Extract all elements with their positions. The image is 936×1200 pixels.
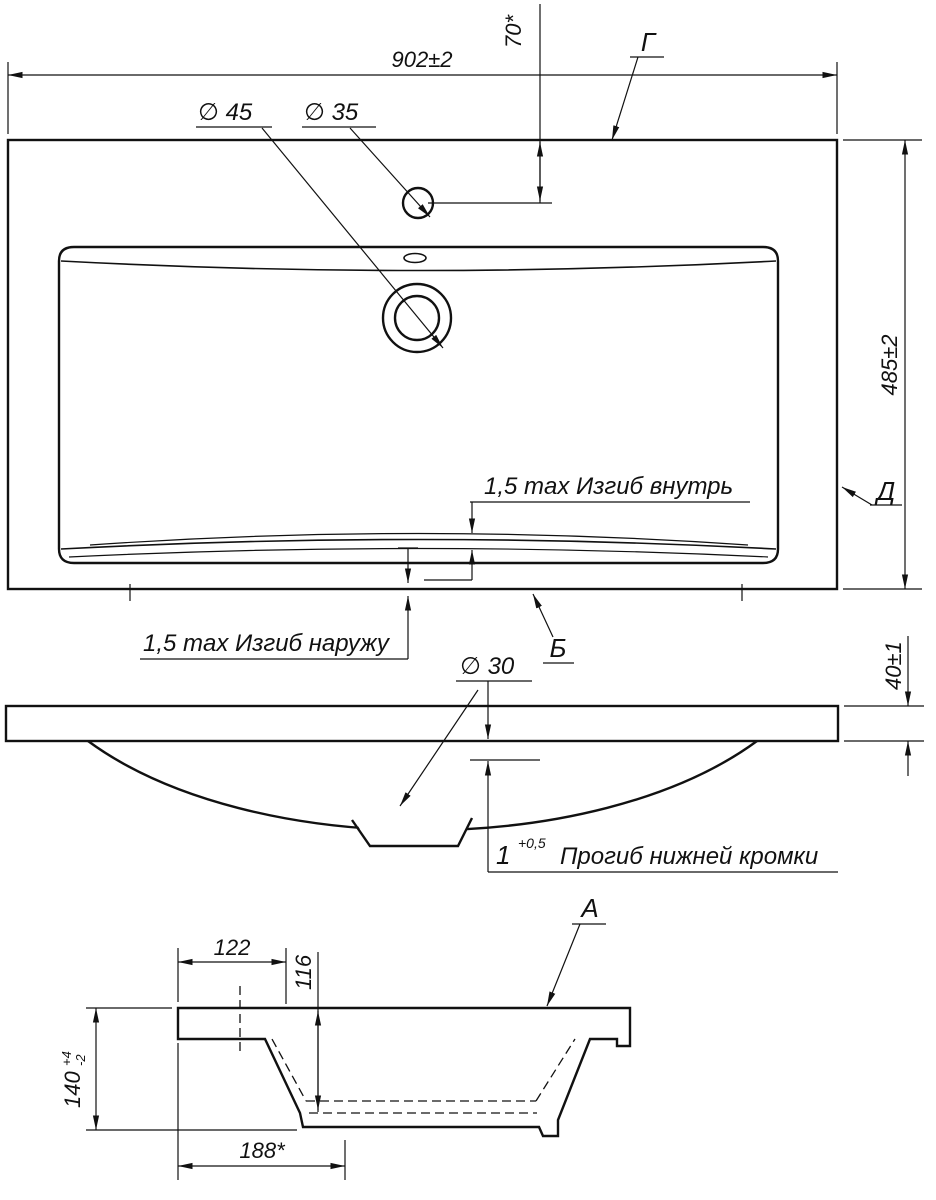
leader-line — [261, 127, 444, 349]
leader-line — [546, 923, 581, 1007]
drain-boss-mask — [358, 824, 470, 846]
section-view: А 122 116 140 +4 -2 188* — [59, 893, 632, 1180]
sag-tol-text: +0,5 — [518, 835, 546, 851]
drain-boss — [351, 817, 474, 848]
dim-height-text: 485±2 — [877, 334, 902, 395]
view-label-d: Д — [874, 476, 895, 506]
dim-thickness-text: 40±1 — [881, 641, 906, 690]
front-view: ∅ 30 1 +0,5 Прогиб нижней кромки 40±1 — [4, 636, 924, 873]
basin-outline-top — [6, 138, 839, 591]
hidden-line — [535, 1038, 576, 1102]
hidden-line — [271, 1038, 307, 1102]
overflow-slot — [403, 252, 427, 264]
top-view: 902±2 70* Г 485±2 Д ∅ 45 ∅ 35 1,5 max Из… — [6, 4, 922, 664]
drain-dia-text: ∅ 45 — [198, 99, 253, 126]
section-profile — [176, 1006, 632, 1138]
dim-ledge-text: 122 — [214, 935, 251, 960]
rim-top-curve — [60, 260, 777, 272]
dim-total-height-tol-plus: +4 — [59, 1051, 74, 1066]
view-label-b: Б — [550, 633, 567, 663]
faucet-dia-text: ∅ 35 — [304, 99, 359, 126]
bend-in-note: 1,5 max Изгиб внутрь — [484, 473, 733, 500]
leader-line — [349, 127, 431, 218]
view-label-g: Г — [641, 27, 657, 57]
dim-faucet-offset-text: 70* — [501, 14, 526, 48]
drain-hole-inner — [393, 294, 441, 342]
bowl-bottom-curve — [89, 532, 749, 546]
leader-line — [611, 56, 639, 141]
dim-depth-text: 116 — [291, 954, 316, 990]
bend-out-note: 1,5 max Изгиб наружу — [143, 630, 391, 657]
countertop-profile — [4, 704, 840, 743]
dim-total-height-text: 140 — [60, 1071, 85, 1108]
leader-line — [532, 593, 554, 638]
dim-total-height-tol-minus: -2 — [73, 1054, 88, 1066]
leader-line — [841, 486, 873, 506]
sag-note-text: Прогиб нижней кромки — [560, 843, 818, 870]
leader-line — [399, 689, 479, 807]
sag-value-text: 1 — [496, 840, 510, 870]
basin-rim-outer — [57, 245, 780, 565]
rim-bottom-curve — [60, 538, 777, 550]
drain-hole-outer — [381, 282, 453, 354]
dim-width-text: 902±2 — [391, 47, 452, 72]
drain-dia30-text: ∅ 30 — [460, 653, 515, 680]
dim-total-height-group: 140 +4 -2 — [59, 1051, 88, 1108]
view-label-a: А — [579, 893, 598, 923]
bowl-bottom-curve-2 — [68, 547, 769, 558]
dim-drain-offset-text: 188* — [239, 1138, 286, 1163]
bowl-curve-front — [87, 740, 758, 832]
